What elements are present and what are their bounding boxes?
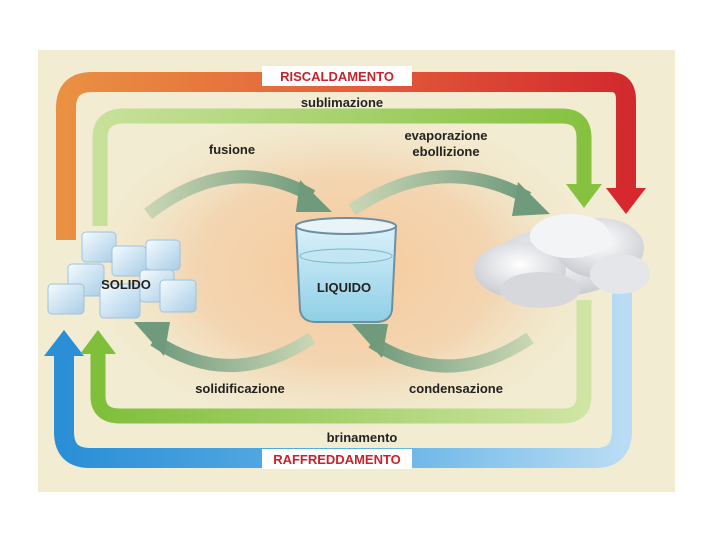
sublimazione-label: sublimazione — [301, 95, 383, 110]
heating-arrowhead — [606, 188, 646, 214]
condensazione-label: condensazione — [409, 381, 503, 396]
raffreddamento-label-bg — [262, 449, 412, 469]
condensazione-arrow — [368, 332, 534, 373]
ice-cubes-icon — [47, 231, 197, 319]
solidificazione-arrow — [150, 332, 316, 372]
riscaldamento-label-bg — [262, 66, 412, 86]
beaker-icon — [295, 217, 397, 323]
solidificazione-label: solidificazione — [195, 381, 285, 396]
fusione-label: fusione — [209, 142, 255, 157]
evaporazione-label-2: ebollizione — [412, 144, 479, 159]
cooling-arrowhead — [44, 330, 84, 356]
raffreddamento-label: RAFFREDDAMENTO — [273, 452, 401, 467]
solido-label: SOLIDO — [101, 277, 151, 292]
riscaldamento-label: RISCALDAMENTO — [280, 69, 394, 84]
cloud-icon — [474, 214, 650, 308]
liquido-label: LIQUIDO — [317, 280, 371, 295]
evaporazione-arrowhead — [512, 182, 550, 216]
solidificazione-arrowhead — [134, 322, 170, 356]
fusione-arrowhead — [296, 180, 332, 212]
evaporazione-arrow — [348, 170, 532, 216]
condensazione-arrowhead — [352, 324, 388, 358]
fusione-arrow — [144, 170, 316, 220]
sublimazione-arrowhead — [566, 184, 602, 208]
brinamento-label: brinamento — [327, 430, 398, 445]
evaporazione-label-1: evaporazione — [404, 128, 487, 143]
sublimazione-arrow — [92, 108, 592, 226]
brinamento-arrow — [90, 300, 592, 424]
brinamento-arrowhead — [80, 330, 116, 354]
